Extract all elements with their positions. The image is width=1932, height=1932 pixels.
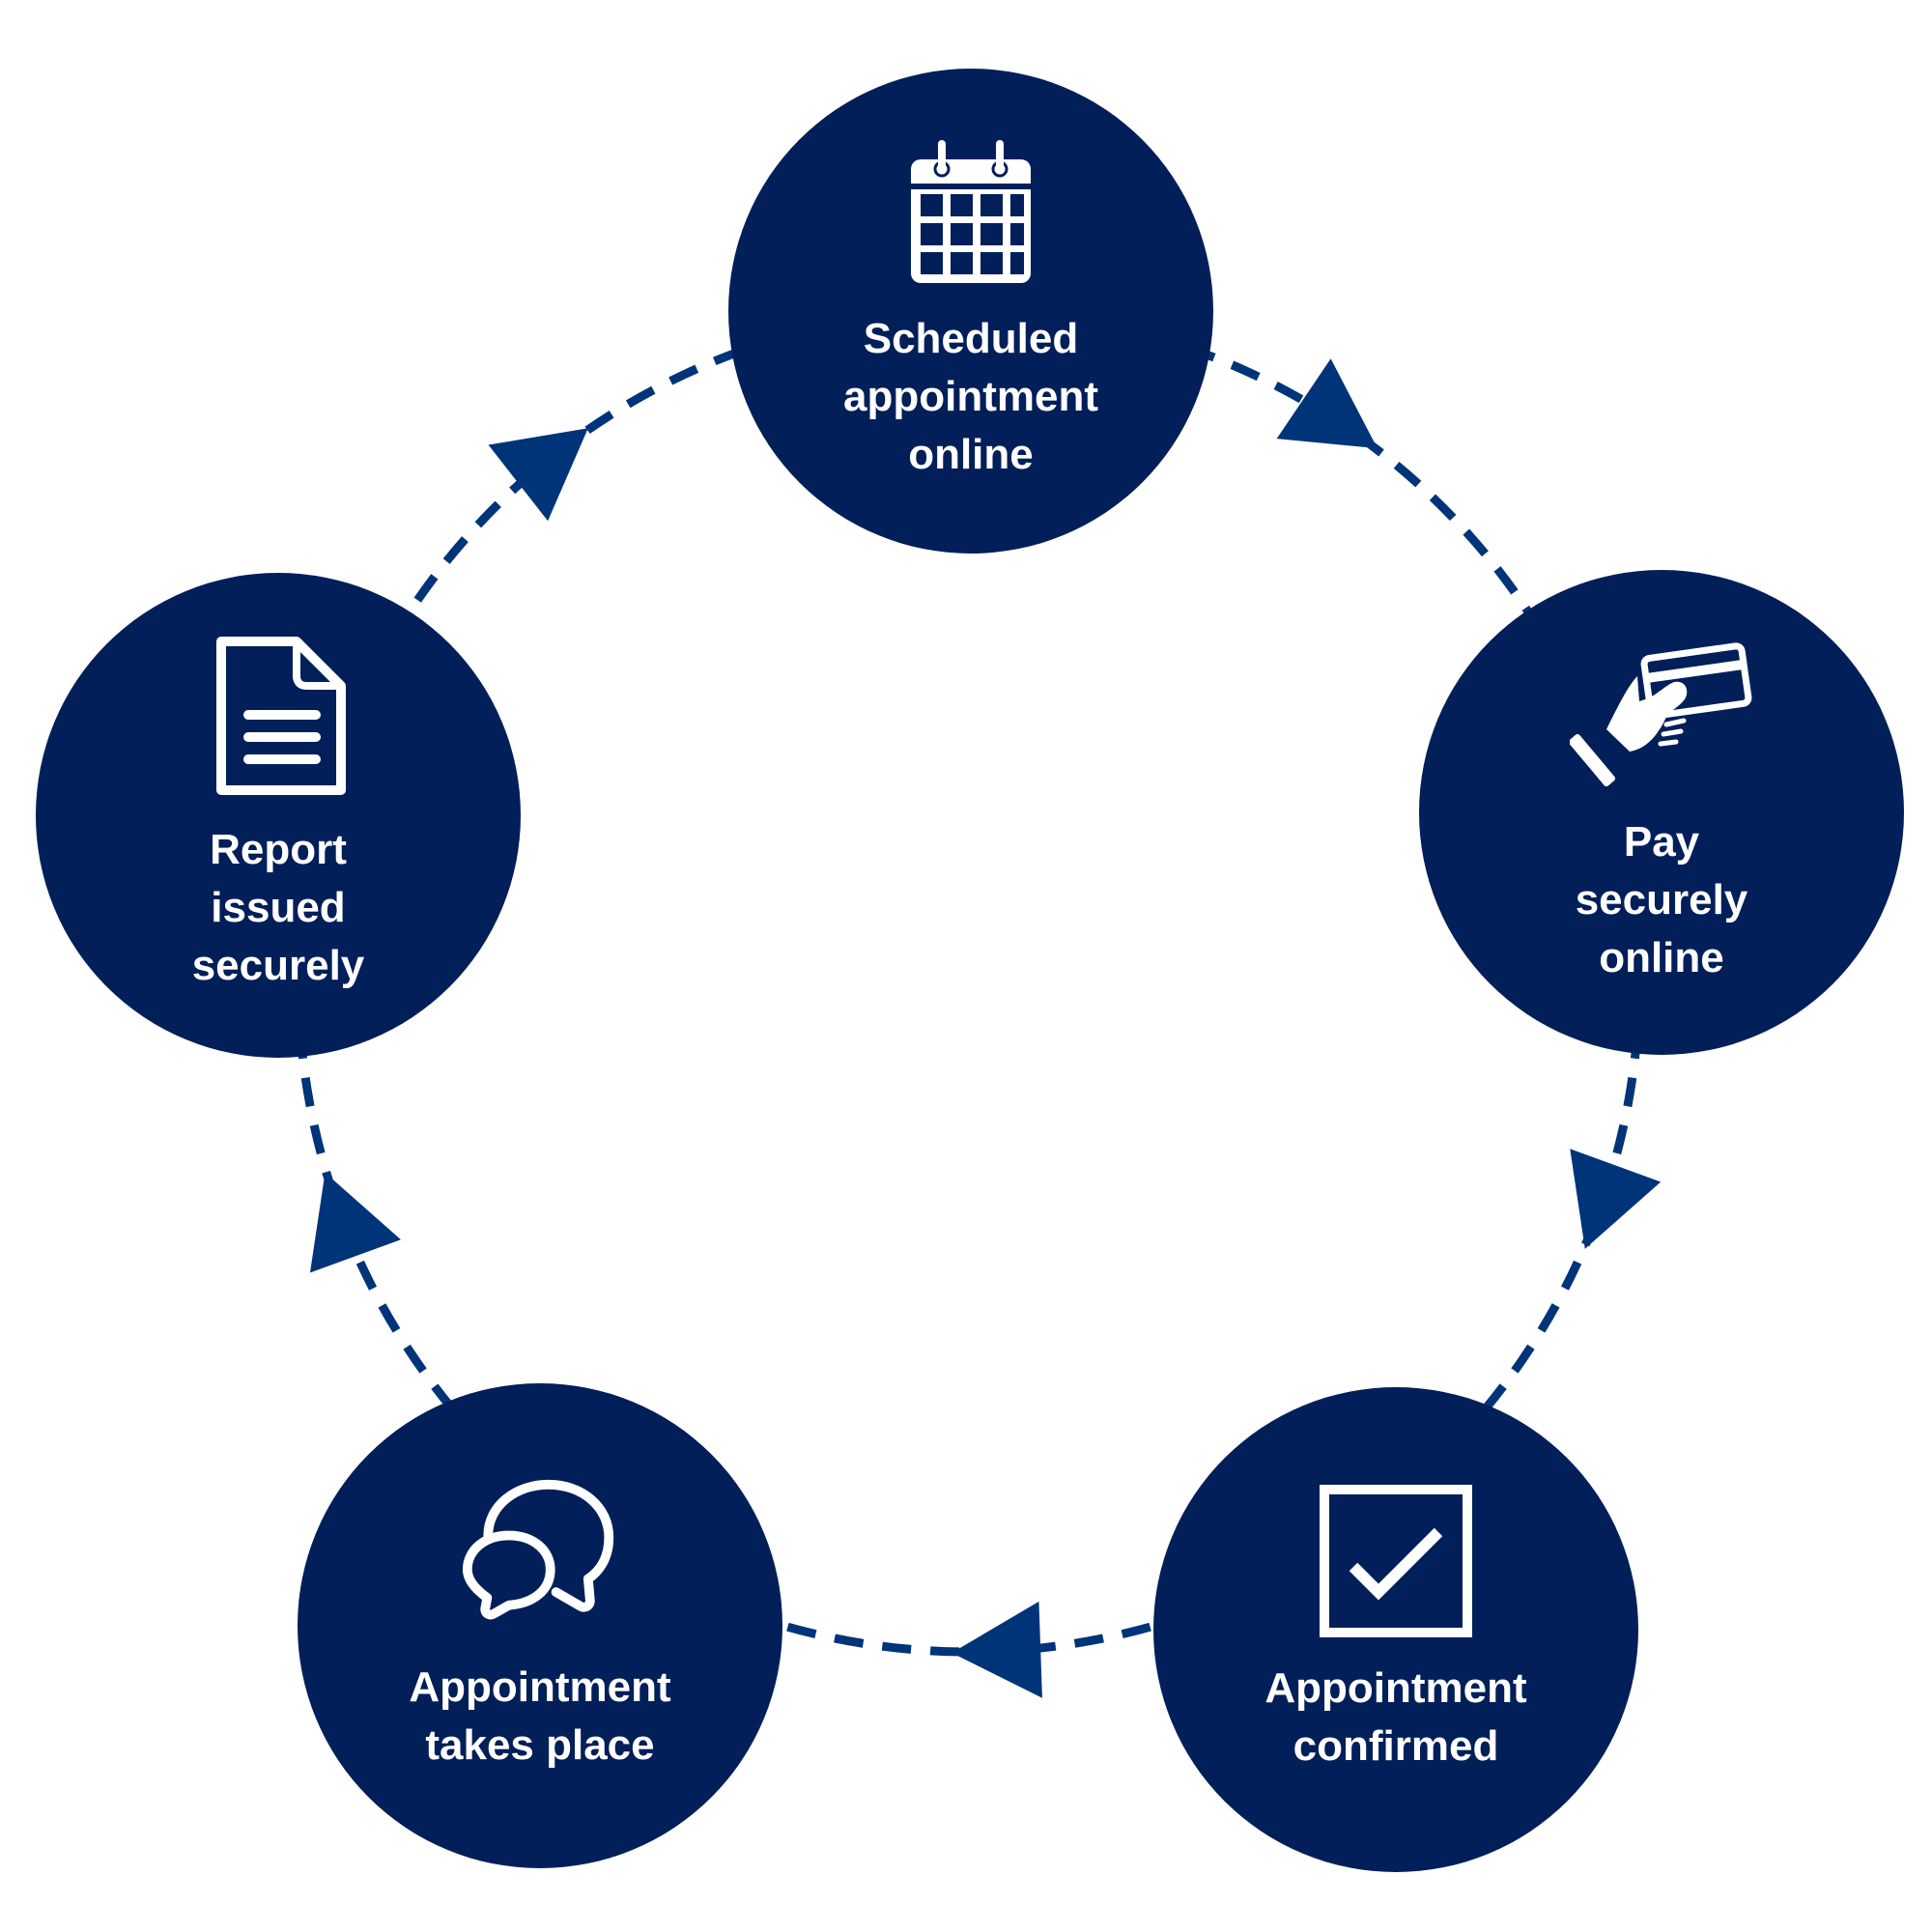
step-scheduled-appointment: Scheduled appointment online <box>728 69 1213 554</box>
label-line: Appointment <box>1264 1664 1527 1712</box>
label-line: takes place <box>425 1721 655 1769</box>
label-line: issued <box>211 884 346 931</box>
step-label: Scheduled appointment online <box>843 310 1098 484</box>
step-label: Report issued securely <box>192 821 365 995</box>
step-appointment-confirmed: Appointment confirmed <box>1153 1387 1638 1872</box>
flow-arrowhead <box>488 428 588 522</box>
label-line: confirmed <box>1293 1722 1499 1770</box>
step-pay-securely: Pay securely online <box>1419 570 1904 1055</box>
speech-bubbles-icon <box>462 1479 614 1620</box>
step-appointment-takes-place: Appointment takes place <box>298 1383 782 1868</box>
label-line: Report <box>210 826 347 873</box>
label-line: appointment <box>843 373 1098 420</box>
label-line: Pay <box>1623 818 1700 866</box>
label-line: Appointment <box>409 1663 671 1711</box>
label-line: securely <box>1575 876 1748 923</box>
flow-arrowhead <box>1570 1149 1662 1249</box>
label-line: online <box>908 431 1034 478</box>
hand-credit-card-icon <box>1570 642 1752 787</box>
step-label: Appointment confirmed <box>1264 1660 1526 1776</box>
step-label: Pay securely online <box>1576 813 1748 987</box>
checkbox-checked-icon <box>1320 1485 1472 1637</box>
flow-arrowhead <box>952 1601 1042 1698</box>
label-line: Scheduled <box>863 315 1079 362</box>
step-label: Appointment takes place <box>409 1659 670 1775</box>
document-icon <box>216 637 346 795</box>
flow-arrowhead <box>1276 358 1378 449</box>
calendar-icon <box>911 140 1031 283</box>
step-report-issued: Report issued securely <box>36 573 521 1058</box>
label-line: securely <box>191 942 365 989</box>
label-line: online <box>1599 934 1724 981</box>
flow-arrowhead <box>309 1172 401 1273</box>
